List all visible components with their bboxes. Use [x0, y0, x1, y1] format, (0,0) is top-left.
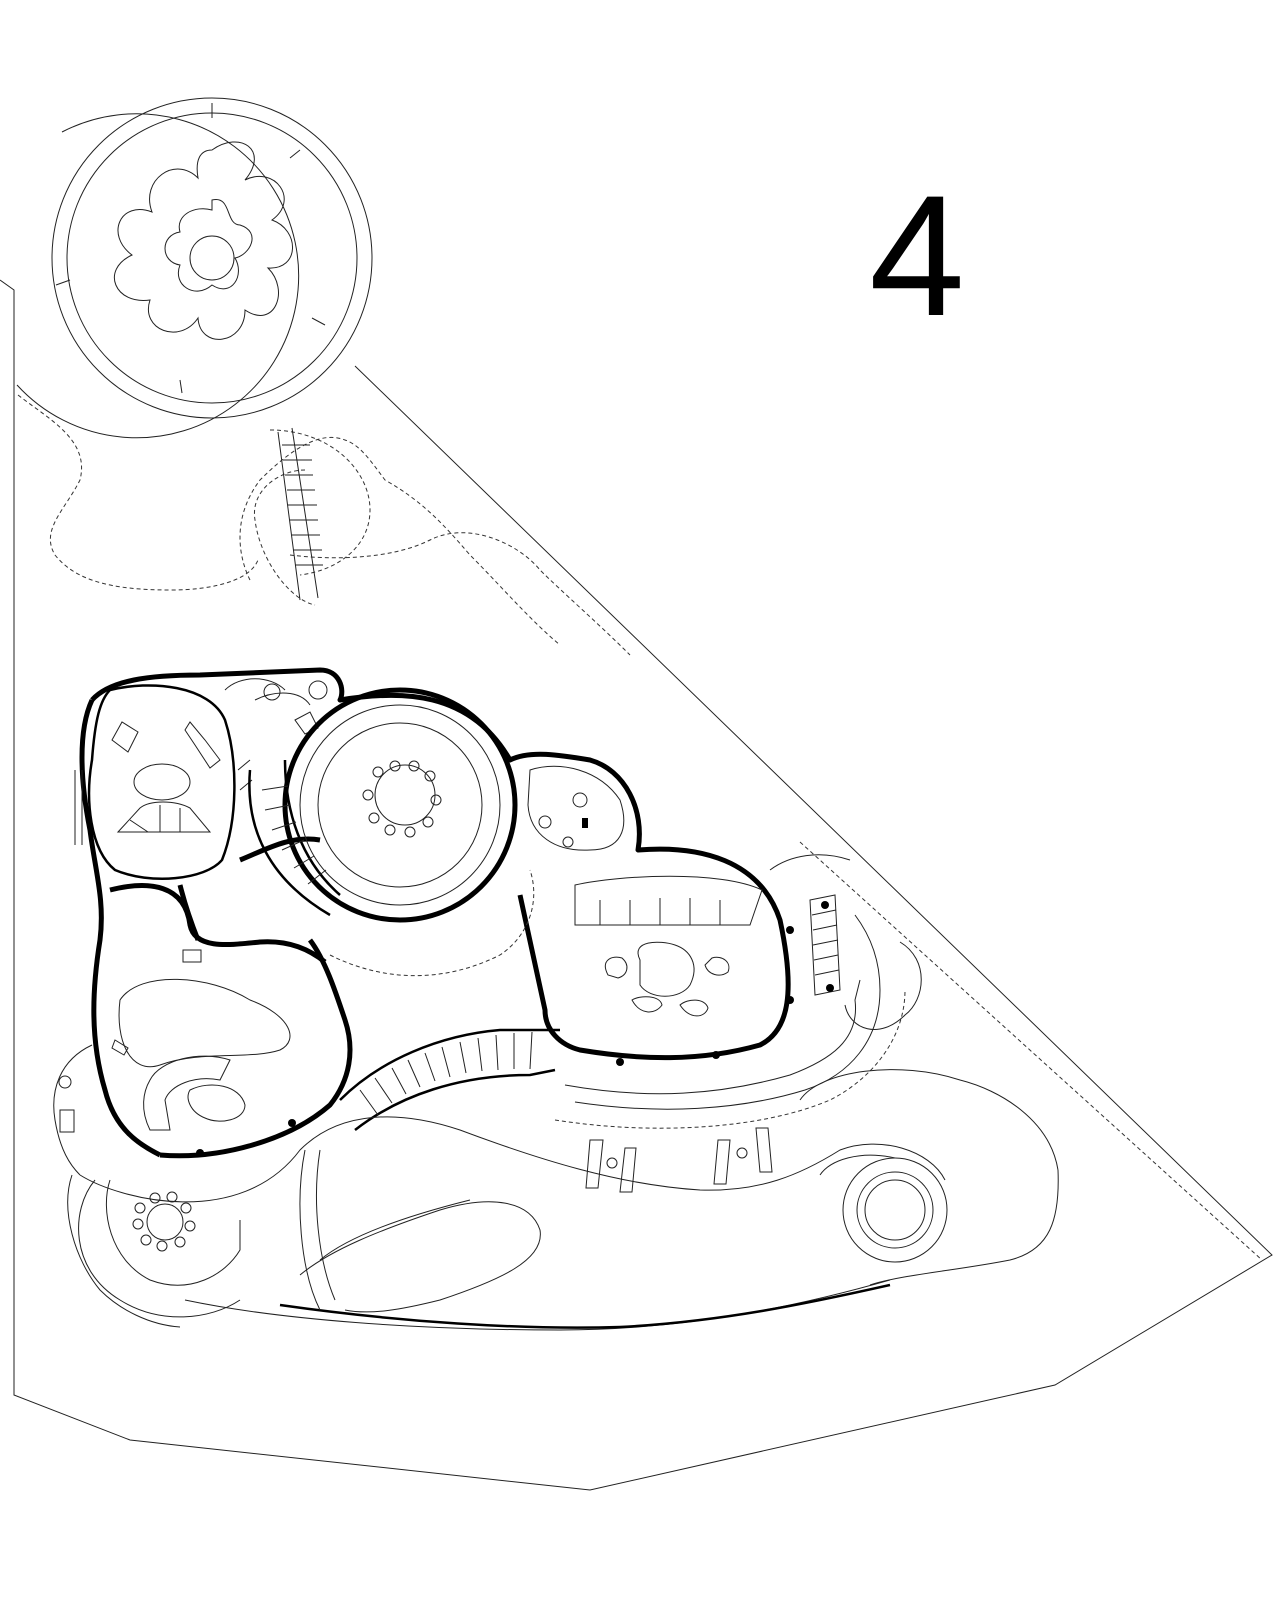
site-boundary: [0, 279, 1273, 1491]
outdoor-terrace: [79, 914, 1059, 1286]
left-wall-details: [53, 949, 202, 1176]
round-pool: [819, 1154, 948, 1263]
corridor-ring: [248, 759, 341, 917]
sun-loungers: [585, 1127, 773, 1193]
side-stairs: [769, 854, 851, 996]
curved-retaining-wall: [184, 1149, 891, 1331]
sheet-number: 4: [869, 160, 965, 352]
circular-garden: [16, 97, 373, 439]
dashed-paths: [17, 394, 631, 656]
building-outer-walls: [79, 667, 791, 1159]
side-room: [527, 765, 625, 851]
main-hall: [574, 875, 794, 1066]
lounge-room: [74, 684, 236, 880]
main-staircase: [339, 1028, 560, 1131]
lower-lounge: [118, 978, 296, 1157]
round-seating-terrace: [67, 1174, 241, 1328]
central-dining-room: [282, 687, 535, 977]
